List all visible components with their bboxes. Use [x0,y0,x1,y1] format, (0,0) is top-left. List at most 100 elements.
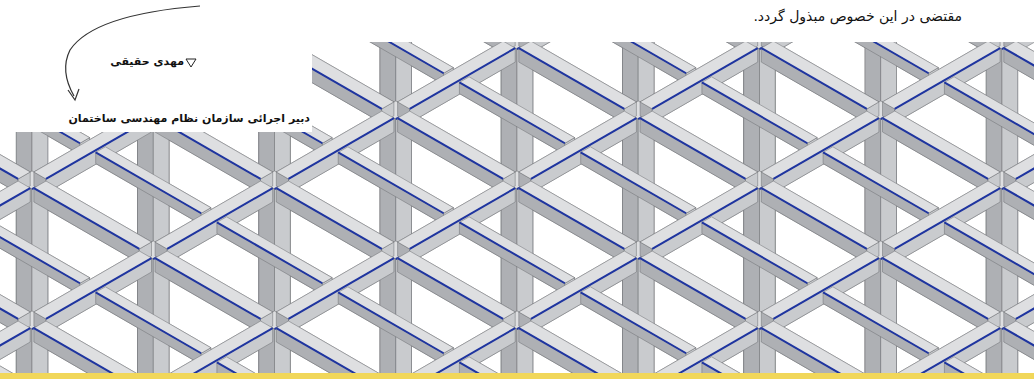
member-face [519,188,625,263]
steel-member [823,147,938,225]
member-face [883,258,989,333]
member-face [155,258,261,333]
member-edge [640,258,745,319]
steel-member [276,321,394,379]
member-face [34,188,139,263]
steel-member [519,181,637,263]
member-top [519,181,637,249]
member-face [398,258,504,333]
member-top [883,111,1001,179]
member-top [155,251,273,319]
member-face [883,258,989,333]
member-top [155,251,273,319]
member-edge [0,258,18,319]
member-face [640,258,745,333]
steel-member [640,111,758,193]
member-face [581,292,686,364]
member-edge [640,118,745,179]
member-edge [581,292,686,353]
member-edge [944,82,1034,143]
member-edge [944,222,1034,283]
steel-member [155,251,273,333]
steel-member [1004,251,1034,333]
steel-member [519,41,637,123]
steel-member [519,321,637,379]
steel-member [276,181,394,263]
member-edge [34,328,139,379]
steel-member [519,181,637,263]
member-edge [761,328,866,379]
member-edge [398,258,503,319]
member-face [398,258,504,333]
member-face [398,118,504,193]
member-top [338,147,453,214]
member-edge [581,152,686,213]
leader-arrowhead [68,89,79,100]
member-edge [217,222,322,283]
steel-member [1004,321,1034,379]
member-top [823,147,938,214]
member-top [217,217,332,283]
steel-member [761,321,879,379]
member-edge [338,292,443,353]
steel-member [883,321,1001,379]
member-edge [823,292,928,353]
member-edge [761,188,866,249]
member-top [519,41,637,109]
member-edge [338,152,443,213]
member-face [823,152,929,224]
member-top [883,251,1001,319]
steel-member [34,321,152,379]
member-top [155,321,273,379]
member-top [581,147,696,214]
member-edge [34,188,139,249]
member-edge [702,222,807,283]
member-edge [276,328,381,379]
member-edge [883,258,988,319]
steel-member [276,321,394,379]
bottom-strip [0,373,1034,379]
member-edge [519,48,624,109]
member-edge [398,118,503,179]
signature-panel [0,0,312,132]
member-top [0,217,90,283]
member-top [398,111,516,179]
member-face [459,82,565,154]
steel-member [1004,111,1034,193]
member-edge [519,188,624,249]
member-top [1004,251,1034,319]
member-face [0,258,18,333]
member-top [0,251,30,319]
member-top [640,251,758,319]
steel-member [34,181,152,263]
member-top [34,181,152,249]
steel-member [338,147,453,225]
member-face [519,48,625,123]
member-top [702,77,817,144]
member-edge [398,258,503,319]
member-top [1004,181,1034,249]
member-top [96,287,211,354]
steel-member [761,181,879,263]
member-face [1016,118,1034,193]
member-top [761,321,879,379]
steel-member [34,181,152,263]
member-face [155,258,261,333]
member-top [1004,321,1034,379]
member-edge [155,258,260,319]
member-top [761,181,879,249]
member-top [761,41,879,109]
member-top [640,111,758,179]
member-top [276,181,394,249]
steel-member [883,111,1001,193]
steel-member [581,147,696,225]
member-top [459,77,574,144]
member-top [761,181,879,249]
member-edge [519,188,624,249]
member-edge [96,152,201,213]
member-face [883,118,989,193]
steel-member [883,251,1001,333]
leader-curve [66,6,200,96]
steel-member [761,41,879,123]
member-top [34,181,152,249]
